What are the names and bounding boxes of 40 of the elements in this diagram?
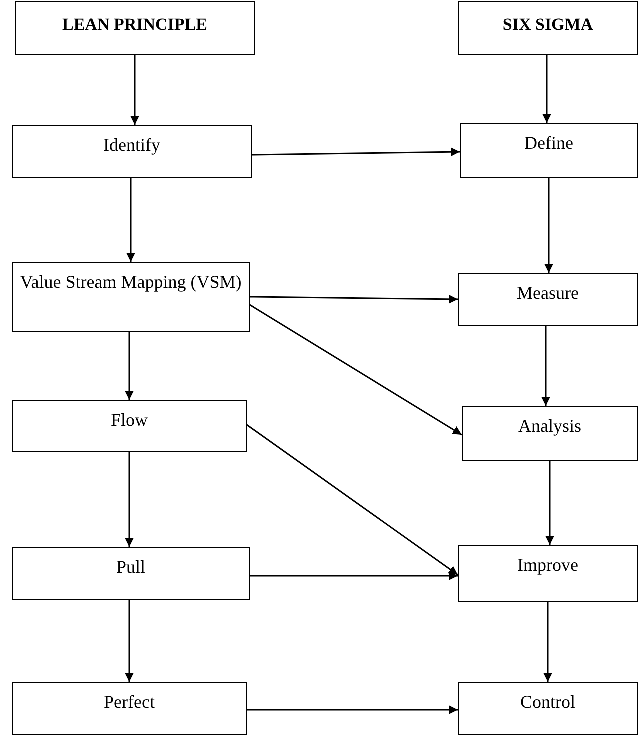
arrow <box>546 461 554 545</box>
arrow <box>542 55 552 123</box>
step-label: Measure <box>517 282 579 305</box>
step-label: Improve <box>518 554 578 577</box>
arrow <box>125 452 134 547</box>
step-label: Value Stream Mapping (VSM) <box>20 271 242 294</box>
arrow <box>544 178 554 273</box>
process-box <box>458 273 638 326</box>
step-label: Analysis <box>518 415 582 438</box>
step-label: Control <box>520 691 576 714</box>
process-box <box>12 547 250 600</box>
process-box <box>12 682 247 735</box>
step-label: Perfect <box>104 691 155 714</box>
header-box <box>458 1 638 55</box>
step-label: Identify <box>104 134 160 157</box>
header-box <box>15 1 255 55</box>
arrow <box>130 55 140 125</box>
arrow <box>544 602 552 682</box>
process-box <box>12 400 247 452</box>
column-heading: SIX SIGMA <box>502 14 594 36</box>
process-box <box>458 682 638 735</box>
arrow <box>252 148 460 157</box>
arrow <box>250 572 458 580</box>
arrow <box>125 332 134 400</box>
process-box <box>460 123 638 178</box>
arrow <box>542 326 550 406</box>
arrow <box>250 294 458 304</box>
step-label: Define <box>524 132 574 155</box>
arrow <box>250 304 462 436</box>
arrow <box>246 424 458 576</box>
arrow <box>247 706 458 714</box>
column-heading: LEAN PRINCIPLE <box>62 14 208 36</box>
step-label: Flow <box>110 409 148 432</box>
process-box <box>12 125 252 178</box>
process-box <box>458 545 638 602</box>
process-box <box>12 262 250 332</box>
arrow <box>125 600 134 682</box>
process-box <box>462 406 638 461</box>
arrow <box>126 178 136 262</box>
step-label: Pull <box>116 556 146 579</box>
